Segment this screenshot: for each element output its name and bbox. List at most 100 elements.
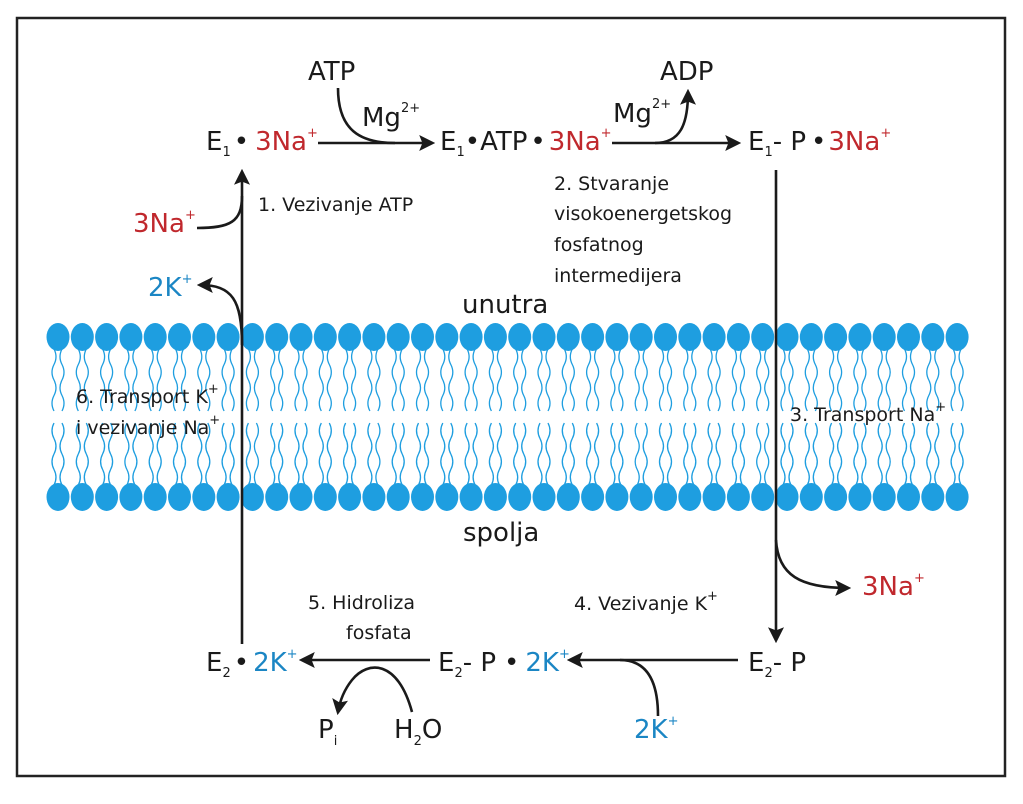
lipid-tail: [926, 348, 932, 412]
lipid-head-inner: [726, 323, 750, 351]
lipid-tail: [318, 348, 324, 412]
bond-dot: •: [234, 127, 249, 157]
step-2-line-1: 2. Stvaranje: [554, 173, 669, 195]
step-3-label: 3. Transport Na+: [790, 400, 946, 426]
lipid-head-outer: [605, 483, 629, 511]
lipid-tail: [448, 348, 454, 412]
lipid-head-outer: [702, 483, 726, 511]
lipid-tail: [707, 422, 713, 486]
lipid-tail: [229, 422, 235, 486]
enzyme-subscript: 2: [454, 666, 462, 681]
enzyme-subscript: 2: [764, 666, 772, 681]
lipid-head-outer: [921, 483, 945, 511]
lipid-head-outer: [289, 483, 313, 511]
lipid-head-inner: [362, 323, 386, 351]
lipid-head-inner: [192, 323, 216, 351]
sodium-charge: +: [880, 126, 891, 141]
lipid-tail: [950, 422, 956, 486]
lipid-tail: [245, 348, 252, 412]
sodium-bound-inside: 3Na+: [133, 208, 196, 239]
lipid-tail: [885, 348, 891, 412]
phosphate-label: - P: [463, 648, 496, 678]
step-2-label: 2. Stvaranje visokoenergetskog fosfatnog…: [554, 173, 732, 287]
lipid-tail: [836, 348, 843, 412]
lipid-tail: [828, 422, 835, 486]
lipid-tail: [828, 348, 835, 412]
state-e1-atp-na: E1•ATP•3Na+: [440, 126, 612, 160]
enzyme-subscript: 1: [222, 145, 230, 160]
enzyme-label: E: [206, 648, 222, 678]
lipid-tail: [585, 422, 592, 486]
arrow-sodium-release: [774, 539, 852, 596]
lipid-tail: [593, 422, 600, 486]
lipid-head-outer: [313, 483, 337, 511]
sodium-label: 3Na: [862, 572, 914, 602]
lipid-tail: [877, 422, 883, 486]
water-subscript: 2: [414, 734, 422, 749]
lipid-head-inner: [581, 323, 605, 351]
lipid-tail: [464, 348, 470, 412]
potassium-ion: 2K: [525, 648, 560, 678]
lipid-tail: [221, 422, 227, 486]
lipid-head-inner: [605, 323, 629, 351]
lipid-tail: [342, 422, 349, 486]
bond-dot: •: [504, 648, 519, 678]
lipid-tail: [658, 422, 665, 486]
lipid-tail: [205, 422, 211, 486]
magnesium-label: Mg: [362, 103, 401, 133]
step-5-line-1: 5. Hidroliza: [308, 592, 415, 614]
lipid-head-outer: [775, 483, 799, 511]
potassium-charge: +: [668, 714, 679, 729]
lipid-head-inner: [119, 323, 143, 351]
enzyme-label: E: [438, 648, 454, 678]
lipid-tail: [593, 348, 600, 412]
potassium-charge: +: [182, 272, 193, 287]
enzyme-subscript: 2: [222, 666, 230, 681]
lipid-head-inner: [508, 323, 532, 351]
bond-dot: •: [465, 127, 480, 157]
lipid-tail: [545, 422, 551, 486]
lipid-tail: [245, 422, 252, 486]
lipid-tail: [513, 348, 519, 412]
lipid-tail: [715, 348, 721, 412]
lipid-tail: [618, 348, 624, 412]
lipid-head-inner: [921, 323, 945, 351]
lipid-tail: [666, 422, 673, 486]
sodium-charge: +: [307, 126, 318, 141]
lipid-tail: [107, 422, 114, 486]
lipid-tail: [278, 422, 284, 486]
step-5-label: 5. Hidroliza fosfata: [308, 592, 415, 644]
lipid-tail: [318, 422, 324, 486]
lipid-tail: [545, 348, 551, 412]
lipid-tail: [901, 422, 908, 486]
lipid-tail: [707, 348, 713, 412]
lipid-head-inner: [532, 323, 556, 351]
potassium-label: 2K: [148, 273, 183, 303]
lipid-tail: [180, 348, 187, 412]
potassium-bound-outside: 2K+: [634, 714, 679, 745]
lipid-head-inner: [483, 323, 507, 351]
lipid-head-outer: [483, 483, 507, 511]
potassium-charge: +: [559, 647, 570, 662]
lipid-head-inner: [848, 323, 872, 351]
lipid-tail: [569, 348, 575, 412]
step-1-label: 1. Vezivanje ATP: [258, 194, 413, 216]
lipid-tail: [180, 422, 187, 486]
potassium-charge: +: [287, 647, 298, 662]
lipid-head-inner: [95, 323, 119, 351]
lipid-tail: [99, 422, 106, 486]
lipid-head-outer: [678, 483, 702, 511]
lipid-tail: [691, 422, 697, 486]
lipid-tail: [132, 422, 138, 486]
lipid-tail: [51, 422, 57, 486]
lipid-tail: [683, 348, 689, 412]
magnesium-cofactor-1: Mg2+: [362, 101, 420, 133]
lipid-tail: [83, 348, 89, 412]
lipid-tail: [448, 422, 454, 486]
lipid-tail: [885, 422, 891, 486]
phosphate-label: - P: [773, 127, 806, 157]
arrow-atp-input: [336, 87, 396, 145]
lipid-tail: [642, 348, 648, 412]
lipid-tail: [901, 348, 908, 412]
lipid-head-outer: [508, 483, 532, 511]
